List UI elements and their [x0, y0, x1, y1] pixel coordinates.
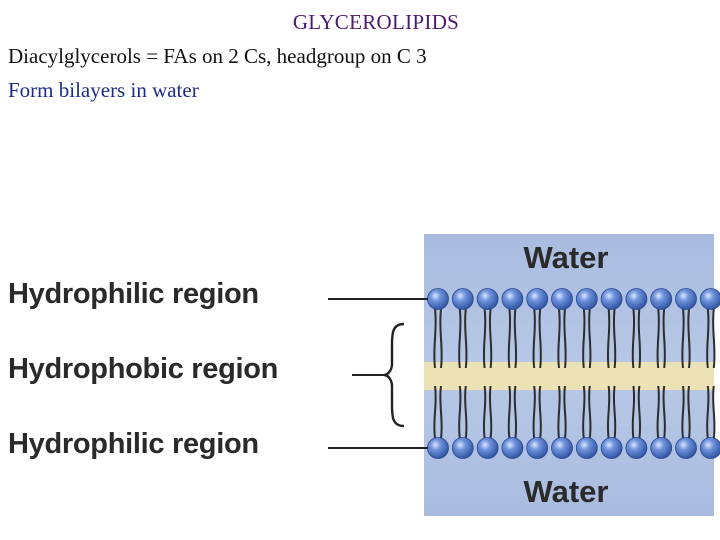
- label-hydrophobic: Hydrophobic region: [8, 353, 279, 385]
- fatty-acid-tail: [656, 385, 660, 439]
- polar-headgroup: [451, 437, 474, 459]
- polar-headgroup: [526, 437, 549, 459]
- fatty-acid-tail: [712, 308, 716, 369]
- fatty-acid-tail: [488, 385, 493, 439]
- polar-headgroup: [501, 437, 524, 459]
- hydrophobic-bracket: [383, 322, 405, 428]
- label-hydrophilic-bottom: Hydrophilic region: [8, 428, 259, 460]
- polar-headgroup: [699, 288, 720, 310]
- fatty-acid-tail: [662, 308, 666, 369]
- fatty-acid-tail: [687, 385, 691, 439]
- water-label-top: Water: [524, 240, 609, 275]
- fatty-acid-tail: [439, 308, 443, 369]
- fatty-acid-tail: [612, 308, 617, 369]
- polar-headgroup: [427, 437, 449, 459]
- fatty-acid-tail: [458, 308, 462, 369]
- polar-headgroup: [625, 288, 648, 310]
- fatty-acid-tail: [513, 308, 518, 369]
- fatty-acid-tail: [681, 385, 685, 439]
- fatty-acid-tail: [606, 308, 611, 369]
- fatty-acid-tail: [507, 385, 512, 439]
- polar-headgroup: [551, 288, 573, 310]
- polar-headgroup: [526, 288, 549, 310]
- polar-headgroup: [600, 288, 623, 310]
- fatty-acid-tail: [557, 385, 561, 439]
- hydrophobic-core-band: [424, 362, 714, 390]
- lipid-tails: [433, 308, 716, 439]
- fatty-acid-tail: [582, 308, 586, 369]
- fatty-acid-tail: [439, 385, 443, 439]
- fatty-acid-tail: [706, 308, 710, 369]
- fatty-acid-tail: [557, 308, 561, 369]
- polar-headgroup: [675, 288, 697, 310]
- polar-headgroup: [650, 288, 673, 310]
- polar-headgroup: [625, 437, 648, 459]
- fatty-acid-tail: [433, 385, 437, 439]
- fatty-acid-tail: [563, 308, 567, 369]
- fatty-acid-tail: [582, 385, 586, 439]
- water-label-bottom: Water: [524, 474, 609, 509]
- polar-headgroup: [551, 437, 573, 459]
- fatty-acid-tail: [637, 385, 642, 439]
- label-hydrophilic-top: Hydrophilic region: [8, 278, 259, 310]
- fatty-acid-tail: [631, 308, 636, 369]
- fatty-acid-tail: [687, 308, 691, 369]
- fatty-acid-tail: [538, 308, 542, 369]
- fatty-acid-tail: [464, 385, 468, 439]
- fatty-acid-tail: [706, 385, 710, 439]
- fatty-acid-tail: [532, 385, 536, 439]
- fatty-acid-tail: [662, 385, 666, 439]
- definition-text: Diacylglycerols = FAs on 2 Cs, headgroup…: [8, 44, 427, 68]
- fatty-acid-tail: [606, 385, 611, 439]
- fatty-acid-tail: [538, 385, 542, 439]
- polar-headgroup: [575, 437, 598, 459]
- fatty-acid-tail: [637, 308, 642, 369]
- polar-headgroup: [699, 437, 720, 459]
- fatty-acid-tail: [464, 308, 468, 369]
- fatty-acid-tail: [563, 385, 567, 439]
- slide-title: GLYCEROLIPIDS: [292, 10, 460, 34]
- fatty-acid-tail: [532, 308, 536, 369]
- fatty-acid-tail: [482, 308, 487, 369]
- fatty-acid-tail: [507, 308, 512, 369]
- polar-headgroup: [575, 288, 598, 310]
- lipid-heads: [427, 288, 720, 459]
- fatty-acid-tail: [588, 308, 592, 369]
- polar-headgroup: [451, 288, 474, 310]
- fatty-acid-tail: [458, 385, 462, 439]
- polar-headgroup: [600, 437, 623, 459]
- subtitle-text: Form bilayers in water: [8, 78, 199, 102]
- polar-headgroup: [427, 288, 449, 310]
- polar-headgroup: [650, 437, 673, 459]
- fatty-acid-tail: [681, 308, 685, 369]
- fatty-acid-tail: [712, 385, 716, 439]
- fatty-acid-tail: [631, 385, 636, 439]
- fatty-acid-tail: [488, 308, 493, 369]
- polar-headgroup: [675, 437, 697, 459]
- fatty-acid-tail: [656, 308, 660, 369]
- fatty-acid-tail: [482, 385, 487, 439]
- fatty-acid-tail: [588, 385, 592, 439]
- fatty-acid-tail: [612, 385, 617, 439]
- polar-headgroup: [476, 437, 499, 459]
- polar-headgroup: [501, 288, 524, 310]
- fatty-acid-tail: [433, 308, 437, 369]
- polar-headgroup: [476, 288, 499, 310]
- fatty-acid-tail: [513, 385, 518, 439]
